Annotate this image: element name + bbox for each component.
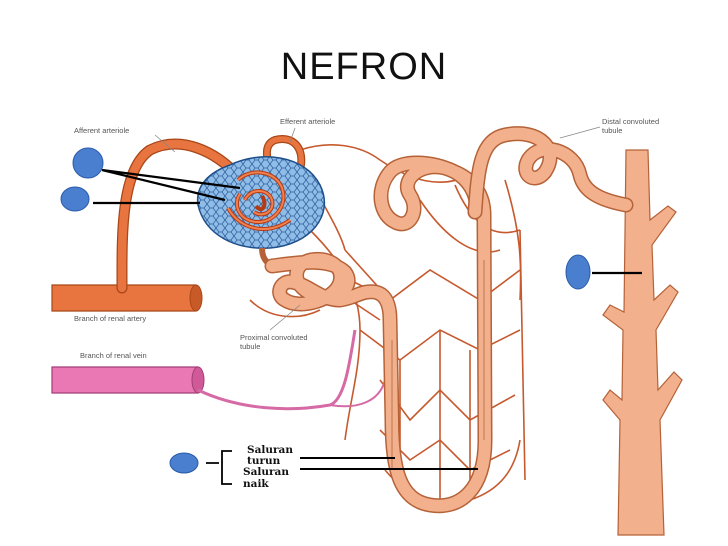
blank-marker-4[interactable]: [169, 452, 199, 474]
label-descending-limb-2: turun: [247, 455, 281, 467]
label-distal-tubule-1: Distal convoluted: [602, 117, 659, 126]
bowmans-capsule: [196, 156, 326, 269]
label-proximal-tubule-2: tubule: [240, 342, 260, 351]
nephron-tubule: [264, 126, 634, 514]
collecting-duct: [602, 149, 683, 536]
label-efferent-arteriole: Efferent arteriole: [280, 117, 335, 126]
page-title: NEFRON: [280, 46, 448, 88]
afferent-arteriole: [117, 139, 245, 293]
label-afferent-arteriole: Afferent arteriole: [74, 126, 129, 135]
blank-marker-3[interactable]: [565, 254, 591, 290]
label-ascending-limb-2: naik: [243, 478, 269, 490]
blank-marker-1[interactable]: [72, 147, 104, 179]
marker-group-loop-of-henle: [169, 450, 478, 485]
label-ascending-limb-1: Saluran: [243, 466, 289, 478]
label-descending-limb-1: Saluran: [247, 444, 293, 456]
label-renal-vein: Branch of renal vein: [80, 351, 147, 360]
blank-marker-2[interactable]: [60, 186, 90, 212]
marker-group-glomerulus: [72, 147, 241, 202]
label-renal-artery: Branch of renal artery: [74, 314, 146, 323]
label-proximal-tubule-1: Proximal convoluted: [240, 333, 308, 342]
renal-vein-branch: [51, 329, 386, 411]
label-distal-tubule-2: tubule: [602, 126, 622, 135]
marker-group-capsule: [60, 186, 200, 212]
renal-artery-branch: [51, 284, 203, 312]
marker-group-collecting-duct: [565, 254, 642, 290]
